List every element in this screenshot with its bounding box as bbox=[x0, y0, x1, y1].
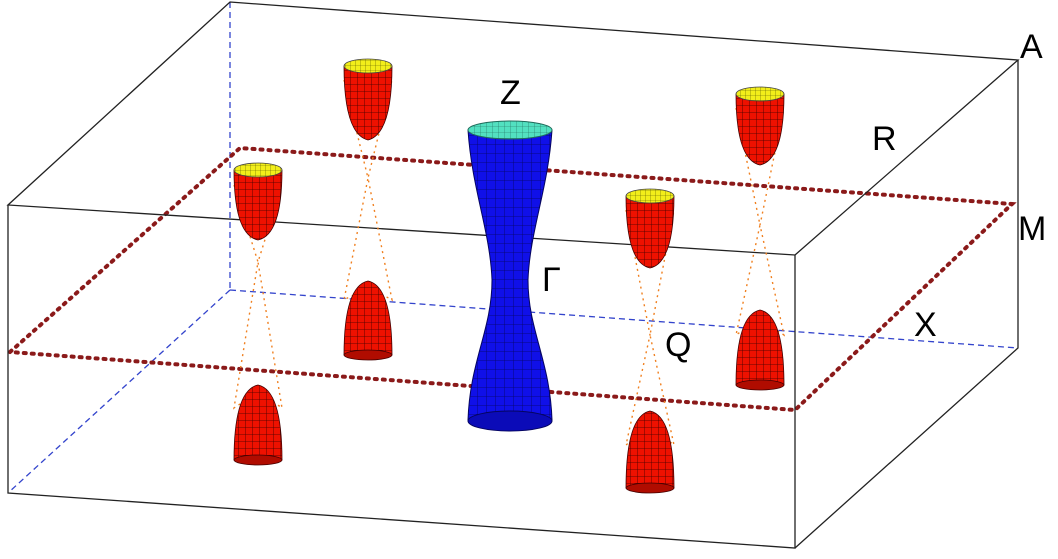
cyan-cap bbox=[467, 120, 553, 140]
yellow-cap-1 bbox=[233, 162, 283, 178]
red-cone-lower-2 bbox=[343, 280, 393, 356]
yellow-cap-4 bbox=[735, 86, 785, 102]
box-edges bbox=[6, 1, 1020, 549]
red-cone-upper-2 bbox=[343, 65, 393, 141]
label-A: A bbox=[1020, 28, 1043, 66]
red-cone-upper-1 bbox=[233, 169, 283, 241]
red-cone-lower-1 bbox=[233, 384, 283, 461]
weyl-cone-pair-1 bbox=[233, 162, 283, 466]
blue-hourglass bbox=[467, 129, 553, 430]
label-R: R bbox=[872, 120, 897, 158]
label-X: X bbox=[914, 306, 937, 344]
weyl-cone-pair-4 bbox=[734, 86, 786, 391]
label-Z: Z bbox=[500, 74, 521, 112]
red-cone-upper-3 bbox=[625, 195, 675, 269]
central-fermi-surface bbox=[467, 120, 553, 432]
weyl-cone-pair-3 bbox=[624, 188, 676, 494]
yellow-cap-2 bbox=[343, 58, 393, 74]
red-cone-lower-4 bbox=[735, 309, 785, 386]
dotted-cone-1 bbox=[233, 184, 283, 410]
dotted-cone-3 bbox=[624, 209, 676, 447]
label-Gamma: Γ bbox=[542, 261, 561, 299]
weyl-cone-pair-2 bbox=[343, 58, 393, 361]
yellow-cap-3 bbox=[625, 188, 675, 204]
red-cone-upper-4 bbox=[735, 93, 785, 166]
red-cone-lower-3 bbox=[625, 410, 675, 489]
label-Q: Q bbox=[665, 326, 691, 364]
label-M: M bbox=[1018, 210, 1046, 248]
